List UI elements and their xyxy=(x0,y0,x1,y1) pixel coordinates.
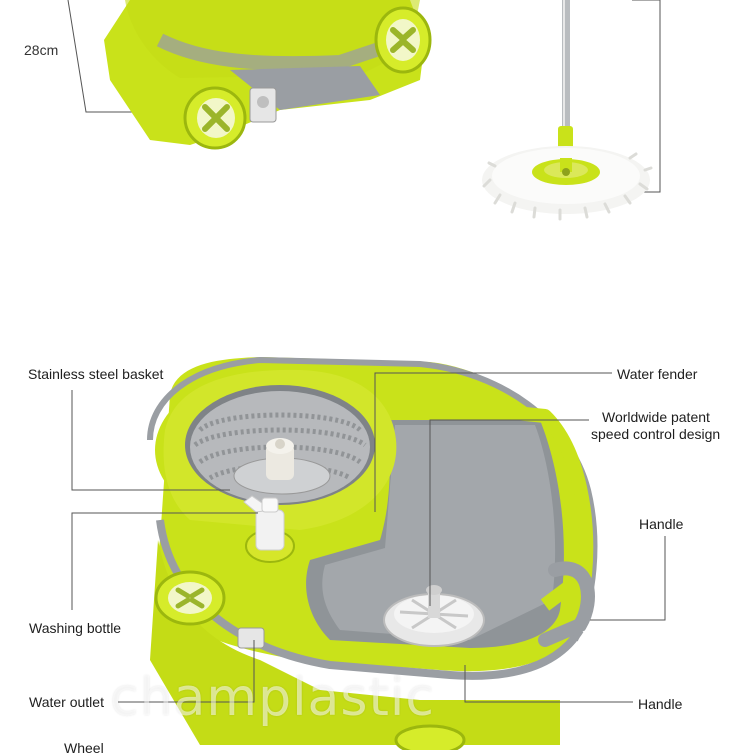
label-water-outlet: Water outlet xyxy=(29,694,104,710)
mop-illustration xyxy=(482,0,661,221)
callout-speed-control xyxy=(429,419,589,606)
wheel-right-icon xyxy=(374,6,432,74)
height-dimension-label: 28cm xyxy=(24,42,59,58)
washing-bottle-icon xyxy=(243,495,295,563)
callout-basket xyxy=(71,390,230,491)
watermark-text: champlastic xyxy=(110,668,435,728)
label-handle-1: Handle xyxy=(639,516,684,532)
label-washing-bottle: Washing bottle xyxy=(29,620,122,636)
wheel-bottom-icon xyxy=(394,724,466,750)
wheel-left-icon xyxy=(183,86,247,150)
label-handle-2: Handle xyxy=(638,696,683,712)
bucket-bottom-view xyxy=(104,0,432,150)
callout-handle-1 xyxy=(590,536,666,621)
bucket-main-illustration xyxy=(147,356,598,750)
label-stainless-steel-basket: Stainless steel basket xyxy=(28,366,164,382)
label-speed-control-line2: speed control design xyxy=(591,426,721,442)
steel-basket-icon xyxy=(193,412,367,481)
label-speed-control-line1: Worldwide patent xyxy=(602,409,710,425)
water-outlet-icon xyxy=(237,627,265,649)
callout-water-fender xyxy=(374,372,612,512)
callout-lines xyxy=(71,372,666,703)
label-wheel: Wheel xyxy=(64,740,104,756)
label-water-fender: Water fender xyxy=(617,366,698,382)
wheel-front-icon xyxy=(154,570,226,626)
height-dimension-line xyxy=(67,0,138,113)
speed-control-disk xyxy=(383,585,485,647)
callout-handle-2 xyxy=(464,665,633,703)
callout-water-outlet xyxy=(118,640,255,703)
callout-washing-bottle xyxy=(71,512,258,610)
